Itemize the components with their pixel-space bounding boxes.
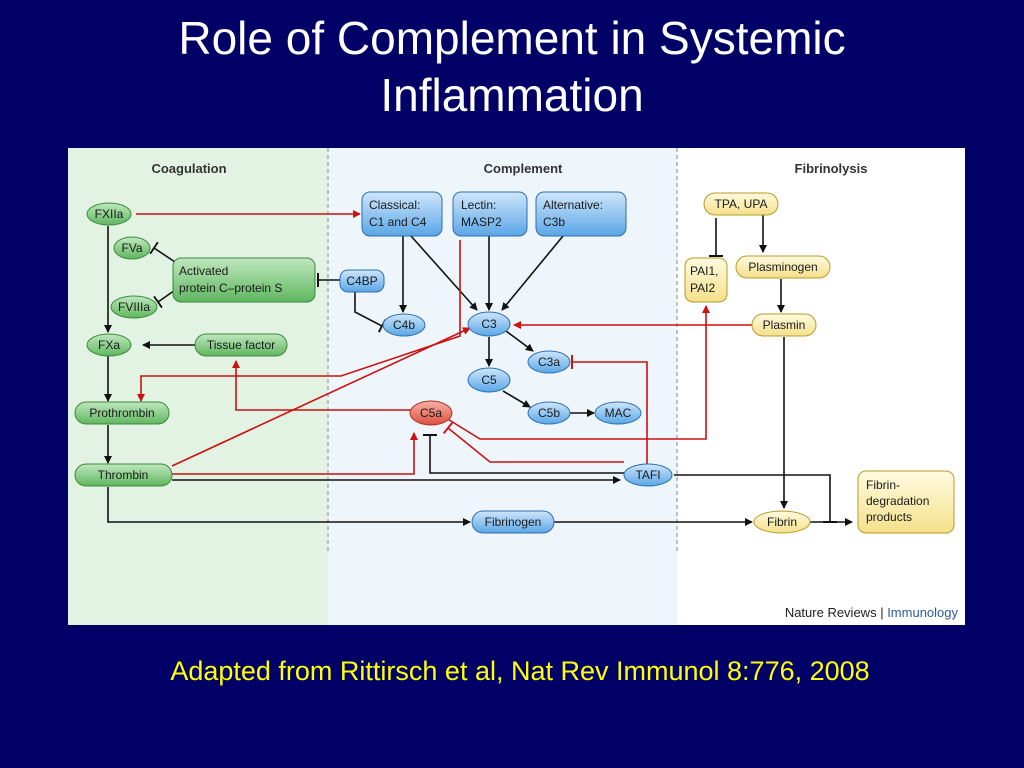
edge-c5a-pai <box>445 305 710 440</box>
node-c4bp: C4BP <box>339 269 385 293</box>
svg-text:C5a: C5a <box>420 406 442 420</box>
node-c5: C5 <box>467 367 511 393</box>
svg-text:FXIIa: FXIIa <box>95 207 124 221</box>
header-coagulation: Coagulation <box>151 161 226 176</box>
figure-credit: Nature Reviews | Immunology <box>785 605 959 620</box>
svg-text:MASP2: MASP2 <box>461 215 502 229</box>
red-connectors <box>136 210 752 475</box>
svg-text:Thrombin: Thrombin <box>98 468 149 482</box>
citation: Adapted from Rittirsch et al, Nat Rev Im… <box>170 656 870 686</box>
node-fva: FVa <box>113 236 151 260</box>
black-connectors <box>104 215 853 526</box>
svg-text:C5b: C5b <box>538 406 560 420</box>
node-plasmin: Plasmin <box>751 313 817 337</box>
svg-text:TAFI: TAFI <box>635 468 660 482</box>
node-fxiia: FXIIa <box>86 202 132 226</box>
svg-text:C3: C3 <box>481 317 497 331</box>
svg-text:Fibrin: Fibrin <box>767 515 797 529</box>
edge-thrombin-c5a <box>172 432 418 475</box>
edge-tafi-c5a <box>423 434 624 474</box>
node-prothrombin: Prothrombin <box>74 401 170 425</box>
node-activated-protein-c: Activated protein C–protein S <box>172 257 316 303</box>
node-tafi: TAFI <box>623 463 673 487</box>
svg-text:Prothrombin: Prothrombin <box>89 406 154 420</box>
svg-text:Activated: Activated <box>179 264 228 278</box>
node-c5a: C5a <box>409 400 453 426</box>
node-tpa-upa: TPA, UPA <box>703 192 779 216</box>
slide-title: Role of Complement in Systemic Inflammat… <box>0 10 1024 124</box>
node-classical: Classical: C1 and C4 <box>361 191 443 237</box>
edge-tafi-c5a-red <box>442 421 624 463</box>
svg-text:Plasmin: Plasmin <box>763 318 806 332</box>
edge-thrombin-c3 <box>171 327 471 467</box>
svg-text:C3b: C3b <box>543 215 565 229</box>
pathway-diagram: Coagulation Complement Fibrinolysis <box>68 148 965 625</box>
title-line-1: Role of Complement in Systemic <box>178 12 846 64</box>
edge-classical-prothrombin <box>137 240 461 402</box>
svg-text:PAI2: PAI2 <box>690 281 715 295</box>
pathway-figure: Coagulation Complement Fibrinolysis <box>68 148 965 625</box>
node-alternative: Alternative: C3b <box>535 191 627 237</box>
edge-c4bp-c4b <box>354 292 387 333</box>
svg-text:MAC: MAC <box>605 406 632 420</box>
svg-text:Classical:: Classical: <box>369 198 420 212</box>
fibrinolysis-panel <box>677 148 965 625</box>
node-mac: MAC <box>594 401 642 425</box>
node-c4b: C4b <box>382 313 426 337</box>
svg-text:C5: C5 <box>481 373 497 387</box>
node-c3a: C3a <box>527 350 571 374</box>
svg-text:C4BP: C4BP <box>346 274 377 288</box>
node-c5b: C5b <box>527 401 571 425</box>
edge-thrombin-fibrinogen <box>107 487 471 526</box>
svg-text:FVa: FVa <box>121 241 142 255</box>
edge-classical-c3 <box>410 235 478 311</box>
node-fxa: FXa <box>86 333 132 357</box>
svg-text:degradation: degradation <box>866 494 929 508</box>
svg-text:protein C–protein S: protein C–protein S <box>179 281 282 295</box>
node-fibrinogen: Fibrinogen <box>471 510 555 534</box>
edge-tafi-c3a <box>571 355 648 464</box>
svg-text:Fibrin-: Fibrin- <box>866 478 900 492</box>
node-fviiia: FVIIIa <box>110 295 158 319</box>
node-plasminogen: Plasminogen <box>735 255 831 279</box>
svg-text:C4b: C4b <box>393 318 415 332</box>
node-lectin: Lectin: MASP2 <box>452 191 528 237</box>
coagulation-panel <box>68 148 328 625</box>
edge-tafi-fdp <box>674 474 837 523</box>
svg-text:products: products <box>866 510 912 524</box>
node-thrombin: Thrombin <box>74 463 173 487</box>
svg-text:Alternative:: Alternative: <box>543 198 603 212</box>
edge-c3-c3a <box>505 330 534 352</box>
svg-text:Tissue factor: Tissue factor <box>207 338 275 352</box>
edge-c5a-tissuefactor <box>232 360 413 411</box>
svg-text:FVIIIa: FVIIIa <box>118 300 150 314</box>
node-fibrin: Fibrin <box>753 510 811 534</box>
svg-text:TPA, UPA: TPA, UPA <box>715 197 768 211</box>
edge-alternative-c3 <box>501 235 564 311</box>
svg-text:PAI1,: PAI1, <box>690 264 718 278</box>
svg-text:Lectin:: Lectin: <box>461 198 496 212</box>
svg-text:Fibrinogen: Fibrinogen <box>485 515 542 529</box>
title-line-2: Inflammation <box>380 69 644 121</box>
svg-text:C3a: C3a <box>538 355 560 369</box>
node-pai: PAI1, PAI2 <box>684 257 728 303</box>
node-tissue-factor: Tissue factor <box>194 333 288 357</box>
header-fibrinolysis: Fibrinolysis <box>795 161 868 176</box>
node-c3: C3 <box>467 311 511 337</box>
node-fibrin-degradation-products: Fibrin- degradation products <box>857 470 955 534</box>
edge-c5-c5b <box>502 390 531 408</box>
header-complement: Complement <box>484 161 563 176</box>
svg-text:C1 and C4: C1 and C4 <box>369 215 427 229</box>
svg-text:Plasminogen: Plasminogen <box>748 260 817 274</box>
svg-text:FXa: FXa <box>98 338 120 352</box>
